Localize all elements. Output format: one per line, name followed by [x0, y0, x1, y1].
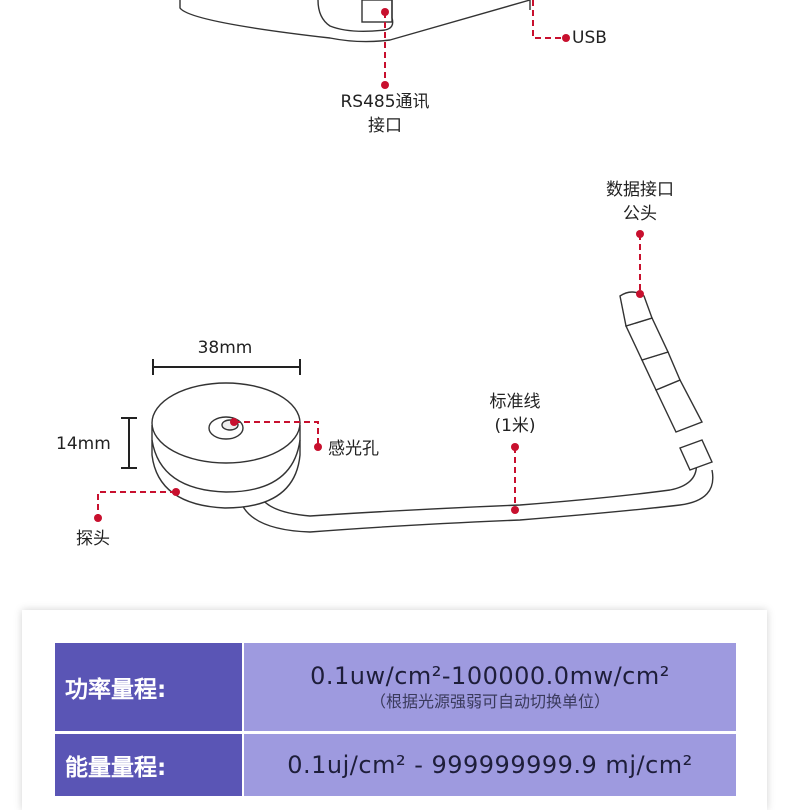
spec-table: 功率量程: 0.1uw/cm²-100000.0mw/cm² （根据光源强弱可自… — [55, 643, 736, 796]
rs485-label: RS485通讯 接口 — [330, 90, 440, 138]
probe-leader-line — [97, 491, 176, 518]
product-diagram — [94, 0, 714, 533]
hole-dot — [230, 418, 238, 426]
power-range-note: （根据光源强弱可自动切换单位） — [369, 692, 610, 711]
probe-label: 探头 — [76, 529, 110, 549]
meter-device-outline — [179, 0, 531, 43]
energy-range-value-cell: 0.1uj/cm² - 999999999.9 mj/cm² — [243, 731, 736, 796]
power-range-value: 0.1uw/cm²-100000.0mw/cm² — [310, 662, 670, 690]
power-range-value-cell: 0.1uw/cm²-100000.0mw/cm² （根据光源强弱可自动切换单位） — [243, 643, 736, 733]
energy-range-value: 0.1uj/cm² - 999999999.9 mj/cm² — [287, 751, 693, 779]
rs485-label-line2: 接口 — [368, 116, 402, 136]
width-label: 38mm — [197, 338, 253, 358]
table-row: 能量量程: 0.1uj/cm² - 999999999.9 mj/cm² — [55, 731, 736, 796]
cable — [239, 459, 714, 533]
height-label: 14mm — [56, 434, 111, 454]
hole-leader-line — [234, 421, 319, 447]
cable-dot — [511, 506, 519, 514]
power-range-label: 功率量程: — [55, 643, 244, 733]
probe-end-dot — [94, 514, 102, 522]
table-row: 功率量程: 0.1uw/cm²-100000.0mw/cm² （根据光源强弱可自… — [55, 643, 736, 733]
connector-dot — [636, 290, 644, 298]
connector-top-dot — [636, 230, 644, 238]
rs485-end-dot — [381, 81, 389, 89]
connector-label: 数据接口 公头 — [592, 178, 688, 226]
cable-top-dot — [511, 443, 519, 451]
width-dimension — [152, 359, 301, 375]
hole-label: 感光孔 — [328, 439, 379, 459]
probe-puck — [151, 382, 301, 509]
data-connector — [619, 291, 713, 471]
energy-range-label: 能量量程: — [55, 731, 244, 796]
usb-label: USB — [572, 28, 607, 48]
rs485-label-line1: RS485通讯 — [340, 92, 430, 112]
height-dimension — [121, 417, 137, 469]
usb-dot — [562, 34, 570, 42]
cable-label: 标准线 (1米) — [472, 390, 558, 438]
hole-end-dot — [314, 443, 322, 451]
usb-leader-line — [532, 0, 566, 39]
cable-label-line1: 标准线 — [489, 392, 541, 412]
cable-label-line2: (1米) — [494, 416, 536, 436]
rs485-dot — [381, 8, 389, 16]
connector-label-line2: 公头 — [623, 204, 657, 224]
probe-dot — [172, 488, 180, 496]
connector-label-line1: 数据接口 — [606, 180, 674, 200]
